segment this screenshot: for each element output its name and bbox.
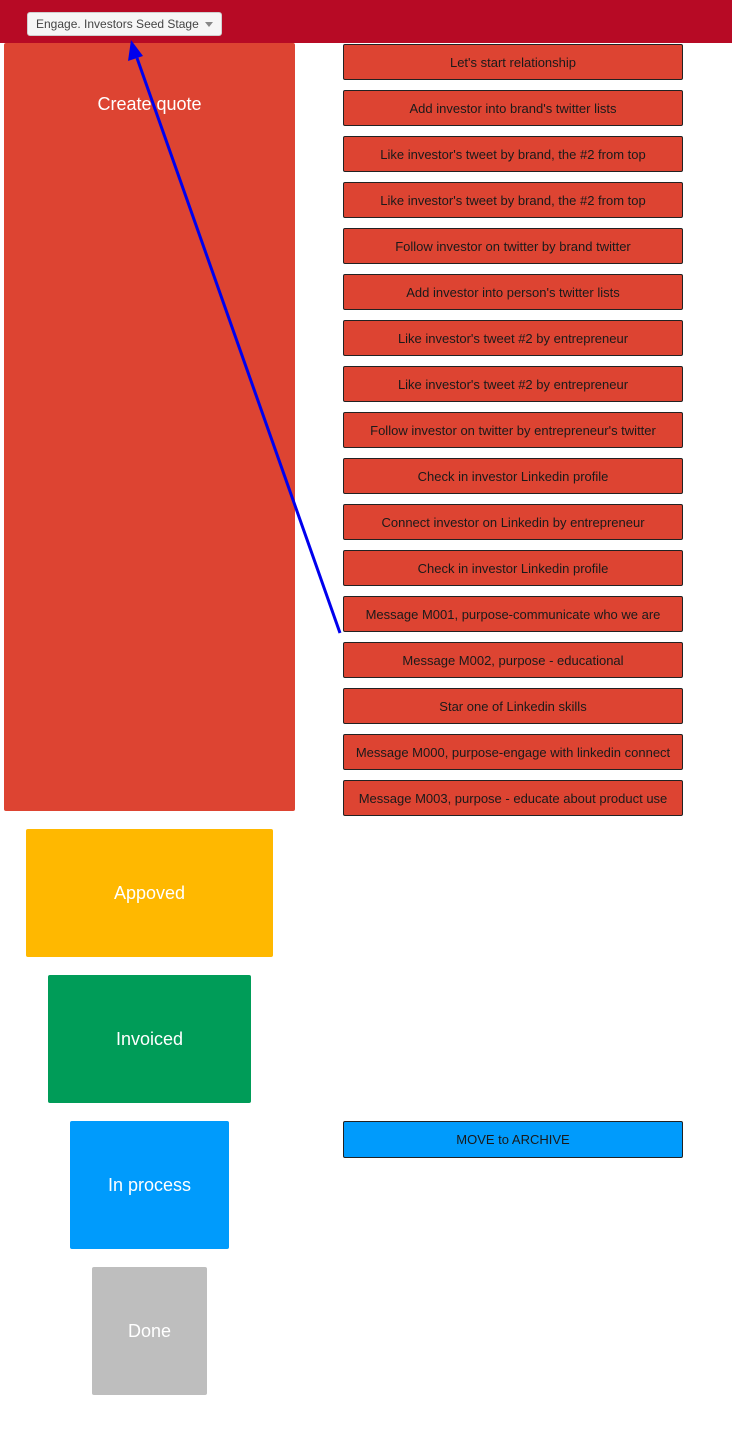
task-list: Let's start relationship Add investor in… — [343, 44, 683, 826]
task-item[interactable]: Message M001, purpose-communicate who we… — [343, 596, 683, 632]
task-item[interactable]: Connect investor on Linkedin by entrepre… — [343, 504, 683, 540]
top-bar: Engage. Investors Seed Stage — [0, 0, 732, 43]
task-item[interactable]: Like investor's tweet by brand, the #2 f… — [343, 182, 683, 218]
stage-invoiced[interactable]: Invoiced — [48, 975, 251, 1103]
stage-invoiced-label: Invoiced — [115, 1028, 184, 1049]
task-item[interactable]: Check in investor Linkedin profile — [343, 550, 683, 586]
task-item[interactable]: Message M002, purpose - educational — [343, 642, 683, 678]
task-item[interactable]: Add investor into brand's twitter lists — [343, 90, 683, 126]
task-item[interactable]: Message M000, purpose-engage with linked… — [343, 734, 683, 770]
stage-done[interactable]: Done — [92, 1267, 207, 1395]
task-item[interactable]: Star one of Linkedin skills — [343, 688, 683, 724]
stage-approved-label: Appoved — [113, 882, 186, 903]
task-item[interactable]: Like investor's tweet #2 by entrepreneur — [343, 320, 683, 356]
task-item[interactable]: Follow investor on twitter by entreprene… — [343, 412, 683, 448]
task-item[interactable]: Message M003, purpose - educate about pr… — [343, 780, 683, 816]
task-item[interactable]: Follow investor on twitter by brand twit… — [343, 228, 683, 264]
stage-select-value: Engage. Investors Seed Stage — [36, 17, 199, 31]
stage-in-process[interactable]: In process — [70, 1121, 229, 1249]
stage-create-quote-label: Create quote — [97, 94, 202, 114]
caret-down-icon[interactable] — [205, 22, 213, 27]
stage-done-label: Done — [127, 1320, 172, 1341]
move-to-archive-button[interactable]: MOVE to ARCHIVE — [343, 1121, 683, 1158]
task-item[interactable]: Let's start relationship — [343, 44, 683, 80]
task-item[interactable]: Add investor into person's twitter lists — [343, 274, 683, 310]
stage-create-quote[interactable]: Create quote — [4, 43, 295, 811]
task-item[interactable]: Like investor's tweet #2 by entrepreneur — [343, 366, 683, 402]
task-item[interactable]: Check in investor Linkedin profile — [343, 458, 683, 494]
stage-select-dropdown[interactable]: Engage. Investors Seed Stage — [27, 12, 222, 36]
task-item[interactable]: Like investor's tweet by brand, the #2 f… — [343, 136, 683, 172]
stage-in-process-label: In process — [107, 1174, 192, 1195]
stage-approved[interactable]: Appoved — [26, 829, 273, 957]
